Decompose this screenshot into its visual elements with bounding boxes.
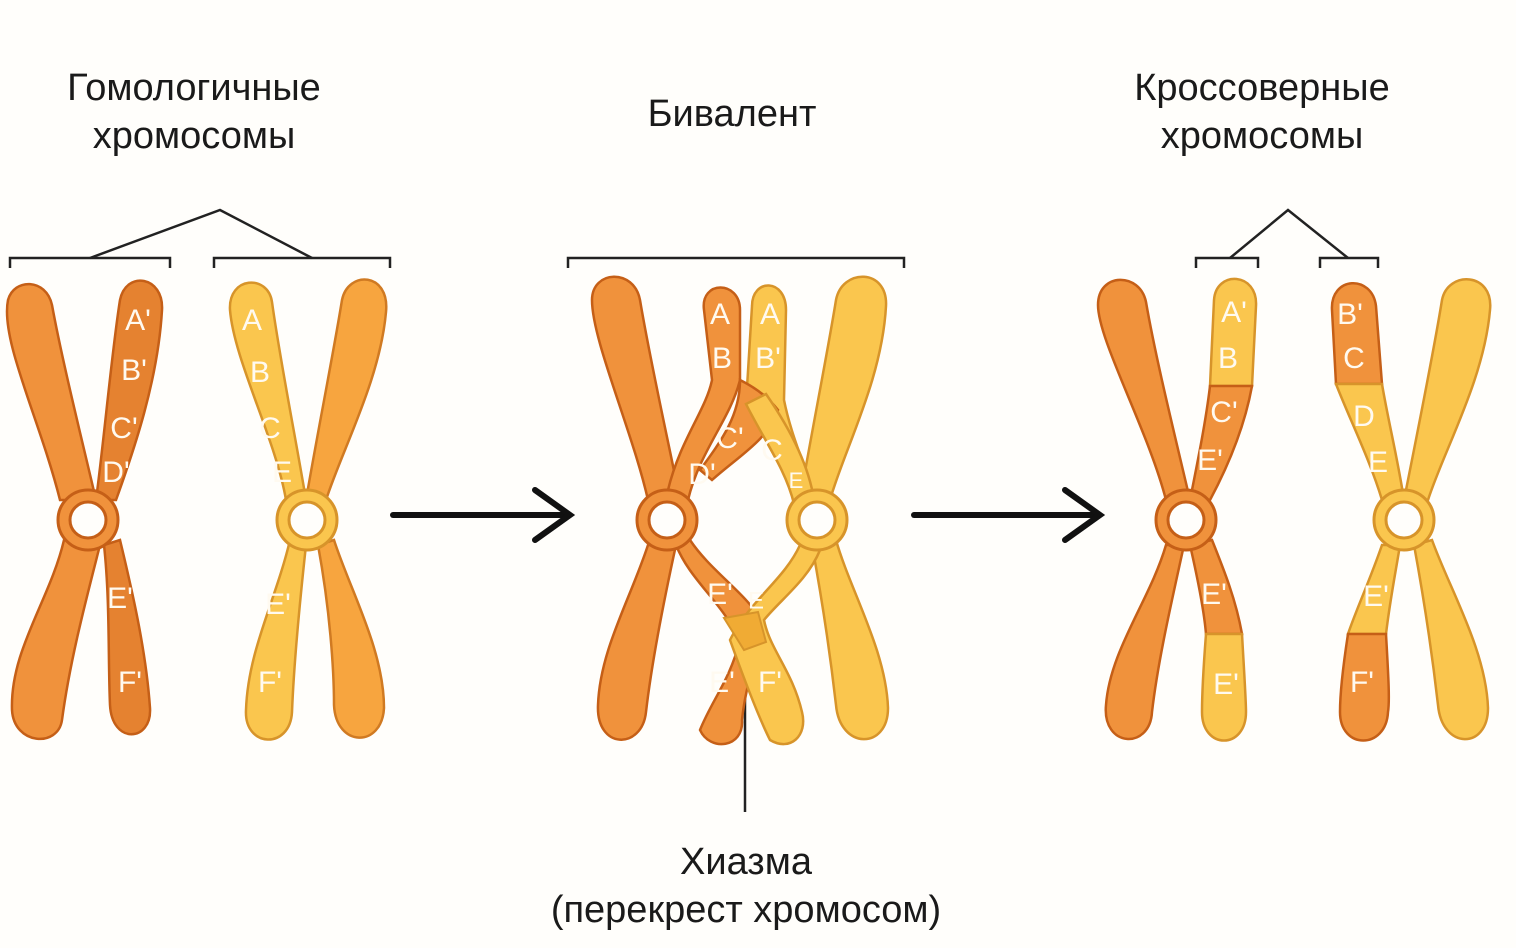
- gene-label: E': [107, 582, 133, 615]
- chromosome-homolog-1: A' B' C' D' E' F': [5, 279, 164, 741]
- chromatid-left-upper-dark: [1330, 282, 1384, 386]
- chromatid-right-lower: [316, 538, 386, 739]
- gene-label: F': [258, 666, 282, 699]
- title-homologous: Гомологичные хромосомы: [44, 64, 344, 160]
- chromatid-right-lower: [1412, 538, 1490, 741]
- chromatid-right-lower: [102, 538, 152, 736]
- gene-label: A: [710, 298, 730, 331]
- gene-label: E': [707, 578, 733, 611]
- gene-label: A: [760, 298, 780, 331]
- title-bivalent: Бивалент: [582, 90, 882, 138]
- gene-label: D': [688, 458, 715, 491]
- gene-label: A: [242, 304, 262, 337]
- title-homologous-line1: Гомологичные: [67, 67, 321, 109]
- gene-label: B': [755, 342, 781, 375]
- gene-label: C: [761, 434, 783, 467]
- gene-label: B: [250, 356, 270, 389]
- chromosome-homolog-2: A B C E E' F': [228, 278, 388, 741]
- title-bivalent-line1: Бивалент: [647, 93, 817, 135]
- gene-label: E: [748, 587, 764, 614]
- title-chiasma: Хиазма (перекрест хромосом): [496, 838, 996, 934]
- chromatid-left-arm: [1096, 278, 1192, 502]
- centromere-hole: [1166, 500, 1206, 540]
- chromatid-right-arm: [1402, 278, 1492, 502]
- title-chiasma-line1: Хиазма: [680, 841, 812, 883]
- chromatid-left-lower-dark: [1338, 632, 1391, 742]
- bivalent: A B C' D' E' E' A B' C E E F': [590, 275, 890, 746]
- chromatid-left-lower: [244, 538, 308, 741]
- chromatid-left-lower: [1104, 543, 1186, 741]
- gene-label: E': [265, 588, 291, 621]
- gene-label: E': [709, 666, 735, 699]
- gene-label: E: [1368, 446, 1388, 479]
- chromatid-right-upper-light: [1208, 277, 1258, 388]
- gene-label: E': [1213, 668, 1239, 701]
- gene-label: B': [121, 354, 147, 387]
- gene-label: F': [758, 666, 782, 699]
- gene-label: D': [102, 456, 129, 489]
- gene-label: E: [272, 456, 292, 489]
- centromere-hole: [287, 500, 327, 540]
- centromere-hole: [1384, 500, 1424, 540]
- bracket-crossover: [1194, 208, 1380, 268]
- chromatid-right-lower-light: [1200, 632, 1248, 742]
- chromatid-left-arm: [228, 281, 308, 502]
- gene-label: C: [259, 412, 281, 445]
- chromosome-crossover-2: B' C D E E' F': [1330, 278, 1492, 742]
- gene-label: C': [1210, 396, 1237, 429]
- chromatid-right-arm: [94, 279, 164, 502]
- bivalent-outer-dark-lower: [596, 543, 678, 741]
- arrow-2: [911, 487, 1106, 543]
- gene-label: B': [1337, 298, 1363, 331]
- gene-label: B: [712, 342, 732, 375]
- bivalent-outer-dark-upper: [590, 275, 682, 502]
- gene-label: E': [1201, 578, 1227, 611]
- gene-label: A': [1221, 296, 1247, 329]
- chromatid-left-lower: [10, 538, 102, 741]
- title-crossover: Кроссоверные хромосомы: [1112, 64, 1412, 160]
- title-chiasma-line2: (перекрест хромосом): [550, 889, 942, 931]
- gene-label: E': [1363, 580, 1389, 613]
- chromatid-right-arm: [304, 278, 388, 502]
- chromatid-left-arm: [5, 282, 98, 502]
- gene-label: C': [110, 412, 137, 445]
- chromosome-crossover-1: A' B C' E' E' E': [1096, 277, 1258, 742]
- gene-label: E': [1197, 444, 1223, 477]
- bivalent-outer-light-lower: [810, 538, 890, 741]
- bivalent-chiasma-patch: [722, 610, 768, 652]
- centromere-right-hole: [797, 500, 837, 540]
- bivalent-outer-light-upper: [798, 275, 888, 502]
- bracket-bivalent: [566, 256, 906, 268]
- gene-label: C': [716, 422, 743, 455]
- bracket-homologous: [8, 208, 392, 268]
- gene-label: F': [1350, 666, 1374, 699]
- title-crossover-line2: хромосомы: [1160, 115, 1364, 157]
- title-crossover-line1: Кроссоверные: [1134, 67, 1390, 109]
- gene-label: F': [118, 666, 142, 699]
- gene-label: C: [1343, 342, 1365, 375]
- centromere-hole: [68, 500, 108, 540]
- bivalent-inner-dark-upper: [666, 286, 742, 502]
- gene-label: E: [789, 468, 804, 493]
- centromere-left-hole: [647, 500, 687, 540]
- gene-label: A': [125, 304, 151, 337]
- gene-label: D: [1353, 400, 1375, 433]
- arrow-1: [390, 487, 576, 543]
- gene-label: B: [1218, 342, 1238, 375]
- title-homologous-line2: хромосомы: [92, 115, 296, 157]
